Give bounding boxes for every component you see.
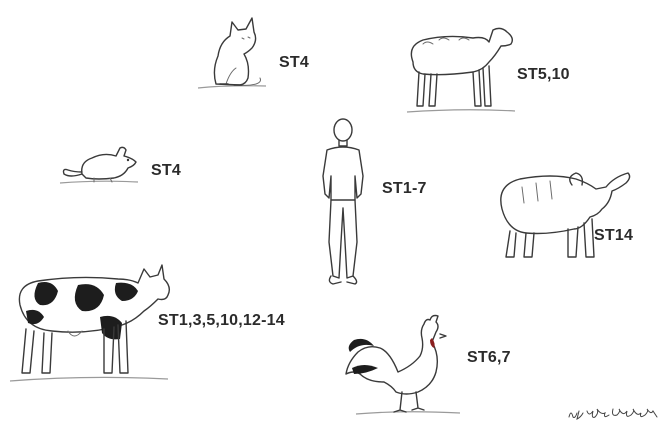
buffalo-icon xyxy=(492,163,634,263)
cow-icon xyxy=(8,255,174,387)
cat-icon xyxy=(196,12,270,92)
cat-label: ST4 xyxy=(279,54,309,72)
mouse-icon xyxy=(58,140,142,188)
rooster-icon xyxy=(340,312,462,418)
human-label: ST1-7 xyxy=(382,180,427,198)
buffalo-label: ST14 xyxy=(594,227,633,245)
mouse-label: ST4 xyxy=(151,162,181,180)
sheep-label: ST5,10 xyxy=(517,66,570,84)
human-icon xyxy=(313,116,375,292)
sheep-icon xyxy=(403,22,519,116)
rooster-label: ST6,7 xyxy=(467,349,511,367)
artist-signature xyxy=(567,405,659,421)
cow-label: ST1,3,5,10,12-14 xyxy=(158,312,285,330)
